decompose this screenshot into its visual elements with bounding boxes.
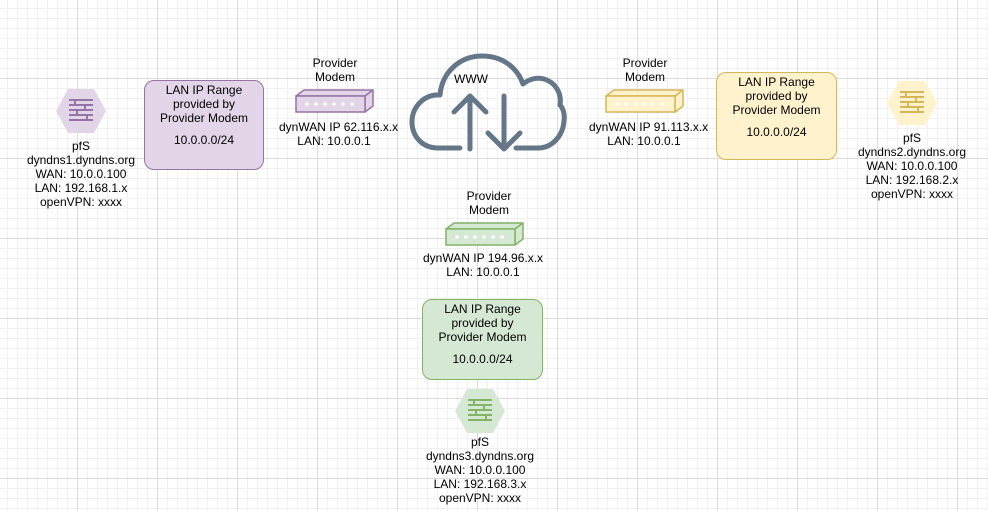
modem-label: dynWAN IP 62.116.x.x LAN: 10.0.0.1: [279, 120, 399, 148]
modem-title: Provider Modem: [622, 56, 668, 84]
lan-range-box: LAN IP Range provided by Provider Modem …: [422, 299, 543, 380]
firewall-icon: [56, 89, 106, 133]
cloud-label: WWW: [454, 72, 488, 86]
firewall-label: pfS dyndns3.dyndns.org WAN: 10.0.0.100 L…: [425, 435, 535, 505]
modem-icon: [295, 89, 374, 113]
modem-label: dynWAN IP 91.113.x.x LAN: 10.0.0.1: [589, 120, 709, 148]
lan-range-box: LAN IP Range provided by Provider Modem …: [716, 72, 837, 160]
lan-range-box: LAN IP Range provided by Provider Modem …: [144, 80, 264, 170]
firewall-icon: [887, 81, 937, 125]
modem-title: Provider Modem: [312, 56, 358, 84]
modem-title: Provider Modem: [466, 189, 512, 217]
cloud-icon: [409, 53, 567, 152]
modem-icon: [605, 89, 684, 113]
modem-label: dynWAN IP 194.96.x.x LAN: 10.0.0.1: [423, 251, 544, 279]
firewall-icon: [455, 389, 505, 433]
firewall-label: pfS dyndns1.dyndns.org WAN: 10.0.0.100 L…: [26, 139, 136, 209]
modem-icon: [445, 222, 524, 246]
firewall-label: pfS dyndns2.dyndns.org WAN: 10.0.0.100 L…: [857, 131, 967, 201]
